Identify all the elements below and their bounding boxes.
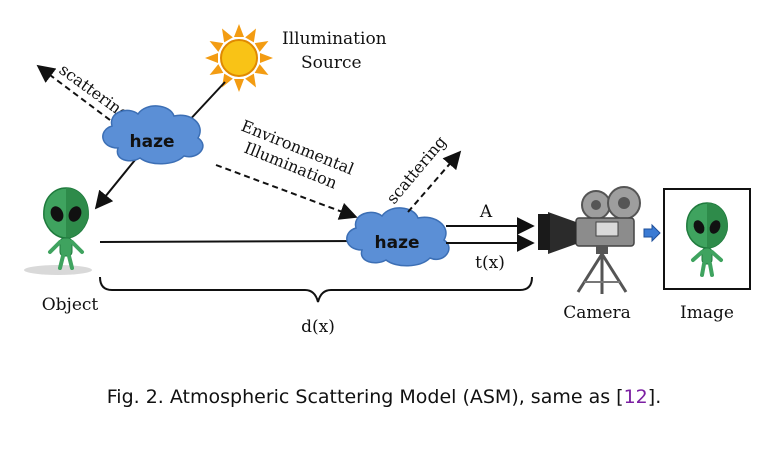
distance-label: d(x) xyxy=(301,317,335,337)
haze-to-object-arrow xyxy=(94,159,136,210)
video-camera-icon xyxy=(538,186,641,294)
image-label: Image xyxy=(680,303,734,323)
scattering-right-arrow xyxy=(407,150,462,213)
object-to-haze-line xyxy=(99,240,361,243)
airlight-label: A xyxy=(479,202,493,222)
cloud-icon xyxy=(102,105,204,165)
scattering-right-label: scattering xyxy=(383,132,450,207)
figure-caption: Fig. 2. Atmospheric Scattering Model (AS… xyxy=(107,386,661,408)
haze-top-label: haze xyxy=(130,132,175,152)
illumination-source-label-1: Illumination xyxy=(282,29,387,49)
alien-icon xyxy=(24,187,92,275)
arrow-right-icon xyxy=(643,223,661,243)
sun-icon xyxy=(205,24,273,92)
scattering-left-arrow xyxy=(36,64,119,127)
environmental-illumination-arrow xyxy=(215,164,358,220)
transmission-label: t(x) xyxy=(475,253,505,273)
alien-icon xyxy=(686,202,728,277)
haze-mid-label: haze xyxy=(375,233,420,253)
camera-label: Camera xyxy=(563,303,631,323)
cloud-icon xyxy=(346,207,450,267)
illumination-source-label-2: Source xyxy=(301,53,362,73)
citation-link[interactable]: 12 xyxy=(624,386,648,408)
distance-bracket xyxy=(99,276,533,303)
object-label: Object xyxy=(42,295,99,315)
